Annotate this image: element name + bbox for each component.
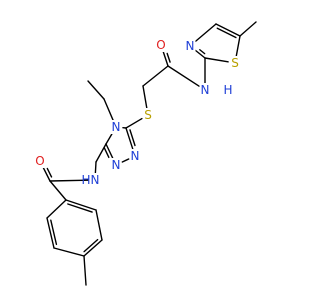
single-bond-4: [194, 23, 217, 43]
atom-label-thio_s: S: [144, 108, 152, 122]
single-bond-13: [105, 132, 114, 145]
label-backdrop: [129, 149, 141, 163]
bond-line: [67, 203, 93, 213]
bond-line: [239, 21, 257, 37]
bond-line: [42, 166, 51, 182]
single-bond-1: [235, 35, 241, 57]
label-backdrop: [89, 173, 101, 187]
single-bond-27: [53, 247, 85, 257]
atom-label-bz_o: O: [35, 154, 44, 168]
bond-line: [204, 57, 229, 63]
single-bond-21: [49, 179, 89, 182]
bond-line: [167, 65, 200, 87]
bond-line: [103, 98, 114, 122]
label-backdrop: [110, 120, 122, 134]
bond-line: [65, 199, 97, 211]
single-bond-19: [95, 143, 107, 163]
bond-line: [49, 180, 67, 201]
bond-line: [53, 247, 85, 257]
double-bond-24: [65, 199, 97, 213]
bond-line: [46, 217, 55, 249]
double-bond-8: [162, 50, 171, 67]
double-bond-16: [125, 127, 136, 151]
single-bond-18: [87, 80, 105, 100]
bond-line: [95, 143, 107, 163]
bond-layer: [42, 21, 257, 286]
bond-line: [194, 23, 217, 43]
single-bond-7: [167, 65, 200, 87]
double-bond-5: [215, 23, 241, 39]
bond-line: [162, 50, 169, 67]
atom-label-bz_h: H: [81, 173, 90, 187]
single-bond-25: [95, 209, 103, 241]
bond-line: [235, 35, 241, 57]
bond-line: [194, 49, 206, 59]
bond-line: [216, 27, 237, 39]
double-bond-26: [83, 238, 103, 257]
atom-label-amide_o: O: [156, 38, 165, 52]
bond-line: [95, 209, 103, 241]
bond-line: [103, 147, 110, 159]
atom-label-amide_h: H: [223, 83, 232, 97]
label-backdrop: [155, 38, 167, 52]
bond-line: [129, 129, 136, 147]
bond-line: [50, 219, 58, 246]
bond-line: [125, 127, 134, 151]
double-bond-14: [103, 143, 114, 160]
bond-line: [49, 179, 89, 182]
bond-line: [121, 158, 130, 163]
single-bond-10: [142, 85, 148, 109]
double-bond-28: [46, 217, 58, 249]
label-backdrop: [184, 39, 196, 53]
atom-label-tz_n3: N: [186, 39, 195, 53]
bond-line: [83, 239, 103, 257]
double-bond-22: [42, 166, 53, 182]
atom-label-bz_n: N: [91, 173, 100, 187]
bond-line: [215, 23, 241, 37]
label-backdrop: [142, 108, 154, 122]
bond-line: [166, 52, 171, 63]
single-bond-23: [49, 180, 67, 201]
single-bond-17: [103, 98, 114, 122]
bond-line: [105, 143, 114, 160]
bond-line: [46, 167, 53, 178]
label-backdrop: [110, 158, 122, 172]
label-backdrop: [34, 154, 46, 168]
single-bond-15: [121, 158, 130, 163]
single-bond-29: [46, 199, 67, 219]
bond-line: [142, 85, 148, 109]
bond-line: [46, 199, 67, 219]
atom-label-tz_s1: S: [231, 56, 239, 70]
atom-label-tr_n4: N: [112, 120, 121, 134]
bond-line: [199, 49, 206, 55]
bond-line: [83, 238, 99, 253]
bond-line: [125, 117, 143, 129]
single-bond-11: [125, 117, 143, 129]
atom-label-tr_n2: N: [131, 149, 140, 163]
bond-line: [94, 161, 97, 174]
single-bond-9: [142, 65, 169, 87]
bond-line: [142, 65, 169, 87]
single-bond-0: [239, 21, 257, 37]
single-bond-20: [94, 161, 97, 174]
label-backdrop: [199, 83, 211, 97]
bond-line: [87, 80, 105, 100]
label-backdrop: [229, 56, 241, 70]
double-bond-3: [194, 49, 206, 59]
single-bond-30: [83, 255, 87, 286]
atom-label-amide_n: N: [201, 83, 210, 97]
bond-line: [105, 132, 114, 145]
bond-line: [83, 255, 87, 286]
single-bond-2: [204, 57, 229, 63]
atom-label-tr_n1: N: [112, 158, 121, 172]
